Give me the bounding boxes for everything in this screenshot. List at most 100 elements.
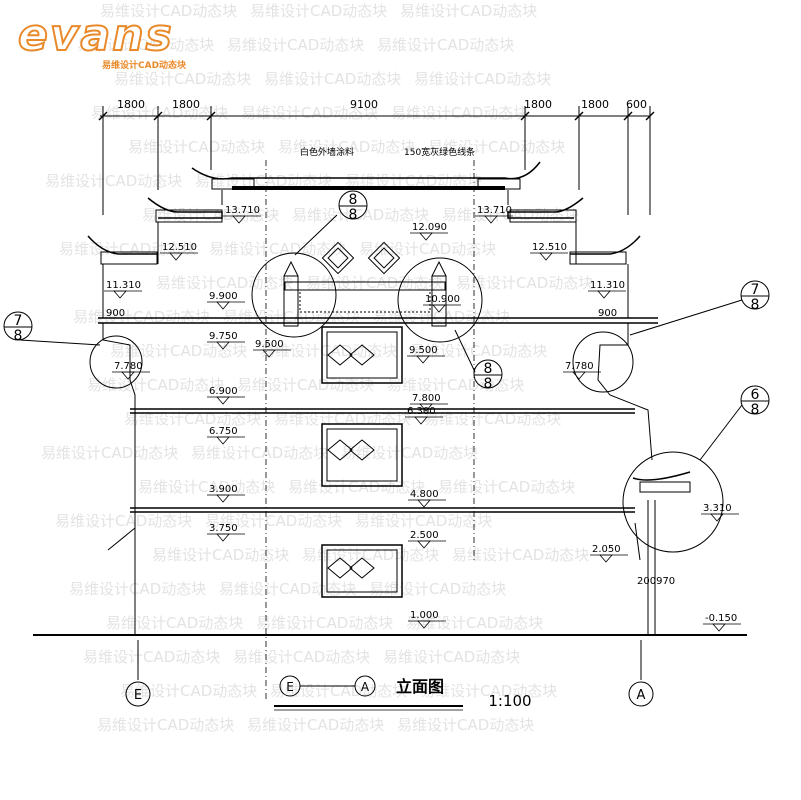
- elevation-triangle: [414, 416, 428, 425]
- watermark-text: 易维设计CAD动态块: [292, 206, 430, 224]
- elev-7780-right: 7.780: [565, 361, 594, 372]
- callout-2-bottom: 8: [349, 207, 358, 223]
- callout-3-top: 8: [484, 361, 493, 377]
- window-middle: [321, 423, 403, 487]
- elev-7780-left: 7.780: [114, 361, 143, 372]
- watermark-text: 易维设计CAD动态块: [110, 342, 248, 360]
- watermark-text: 易维设计CAD动态块: [345, 172, 483, 190]
- watermark-text: 易维设计CAD动态块: [209, 240, 347, 258]
- elevation-triangle: [432, 304, 446, 313]
- elev-7800: 7.800: [412, 393, 441, 404]
- watermark-text: 易维设计CAD动态块: [250, 2, 388, 20]
- window-lower: [321, 544, 403, 598]
- low-roof-left: [87, 235, 158, 255]
- watermark-text: 易维设计CAD动态块: [397, 716, 535, 734]
- elev-4800: 4.800: [410, 489, 439, 500]
- logo-wordmark: evans: [17, 9, 174, 62]
- callout-2-top: 8: [349, 192, 358, 208]
- detail-circle-2: [397, 257, 483, 343]
- elev-9750: 9.750: [209, 331, 238, 342]
- dim-3: 9100: [350, 98, 378, 111]
- watermark-text: 易维设计CAD动态块: [406, 614, 544, 632]
- watermark-text: 易维设计CAD动态块: [456, 274, 594, 292]
- watermark-text: 易维设计CAD动态块: [55, 512, 193, 530]
- watermark-text: 易维设计CAD动态块: [383, 648, 521, 666]
- mid-roof-right: [507, 197, 584, 219]
- watermark-text: 易维设计CAD动态块: [377, 36, 515, 54]
- elevation-triangle: [232, 215, 246, 224]
- elevation-triangle: [113, 290, 127, 299]
- elevation-triangle: [121, 371, 135, 380]
- watermark-text: 易维设计CAD动态块: [205, 512, 343, 530]
- elevation-triangle: [262, 349, 276, 358]
- watermark-text: 易维设计CAD动态块: [420, 682, 558, 700]
- watermark-text: 易维设计CAD动态块: [45, 172, 183, 190]
- watermark-text: 易维设计CAD动态块: [87, 376, 225, 394]
- detail-circle-5: [622, 451, 724, 553]
- watermark-text: 易维设计CAD动态块: [106, 614, 244, 632]
- elevation-triangle: [416, 355, 430, 364]
- elev-9500-right: 9.500: [409, 345, 438, 356]
- dim-2: 1800: [172, 98, 200, 111]
- watermark-text: 易维设计CAD动态块: [247, 716, 385, 734]
- watermark-text: 易维设计CAD动态块: [227, 36, 365, 54]
- callout-1-bottom: 8: [14, 328, 23, 344]
- dim-900-left: 900: [106, 308, 125, 319]
- axis-bubble-left: [125, 681, 151, 707]
- elevation-markers: [104, 215, 741, 632]
- watermark-text: 易维设计CAD动态块: [438, 478, 576, 496]
- small-roof-right: [632, 471, 691, 481]
- elev-3900: 3.900: [209, 484, 238, 495]
- watermark-text: 易维设计CAD动态块: [369, 580, 507, 598]
- watermark-text: 易维设计CAD动态块: [260, 342, 398, 360]
- watermark-text: 易维设计CAD动态块: [391, 104, 529, 122]
- elevation-triangle: [572, 371, 586, 380]
- watermark-text: 易维设计CAD动态块: [428, 138, 566, 156]
- callout-4-top: 7: [751, 282, 760, 298]
- watermark-text: 易维设计CAD动态块: [241, 104, 379, 122]
- logo-subtitle: 易维设计CAD动态块: [102, 61, 187, 71]
- elev-13710-left: 13.710: [225, 205, 260, 216]
- elevation-triangle: [597, 290, 611, 299]
- elev-11310-left: 11.310: [106, 280, 141, 291]
- elevation-triangle: [216, 301, 230, 310]
- watermark-text: 易维设计CAD动态块: [120, 682, 258, 700]
- elevation-triangle: [710, 513, 724, 522]
- watermark-text: 易维设计CAD动态块: [400, 2, 538, 20]
- elevation-triangle: [539, 252, 553, 261]
- watermark-text: 易维设计CAD动态块: [128, 138, 266, 156]
- brand-logo: evans 易维设计CAD动态块: [17, 9, 208, 72]
- watermark-text: 易维设计CAD动态块: [424, 410, 562, 428]
- title-label: 立面图: [396, 677, 444, 696]
- elevation-triangle: [216, 396, 230, 405]
- elev-12510-right: 12.510: [532, 242, 567, 253]
- elev-9900: 9.900: [209, 291, 238, 302]
- title-scale: 1:100: [488, 692, 531, 710]
- detail-circle-4: [572, 331, 634, 393]
- elev-6750: 6.750: [209, 426, 238, 437]
- elevation-triangle: [216, 436, 230, 445]
- gate-pavilion: [284, 281, 446, 291]
- watermark-text: 易维设计CAD动态块: [69, 580, 207, 598]
- elevation-triangle: [712, 623, 726, 632]
- elev-11310-right: 11.310: [590, 280, 625, 291]
- callout-5-top: 6: [751, 387, 760, 403]
- watermark-text: 易维设计CAD动态块: [355, 512, 493, 530]
- watermark-text: 易维设计CAD动态块: [233, 648, 371, 666]
- elevation-triangle: [417, 499, 431, 508]
- watermark-text: 易维设计CAD动态块: [152, 546, 290, 564]
- diamond-ornament-left: [321, 241, 355, 275]
- elevation-triangle: [417, 620, 431, 629]
- callout-1-top: 7: [14, 313, 23, 329]
- watermark-text: 易维设计CAD动态块: [359, 240, 497, 258]
- elev-3750: 3.750: [209, 523, 238, 534]
- callout-3-bottom: 8: [484, 376, 493, 392]
- elev-6900: 6.900: [209, 386, 238, 397]
- title-to-axis: A: [361, 680, 370, 694]
- dim-6: 600: [626, 98, 647, 111]
- elev-12090: 12.090: [412, 222, 447, 233]
- dim-4: 1800: [524, 98, 552, 111]
- elevation-triangle: [216, 533, 230, 542]
